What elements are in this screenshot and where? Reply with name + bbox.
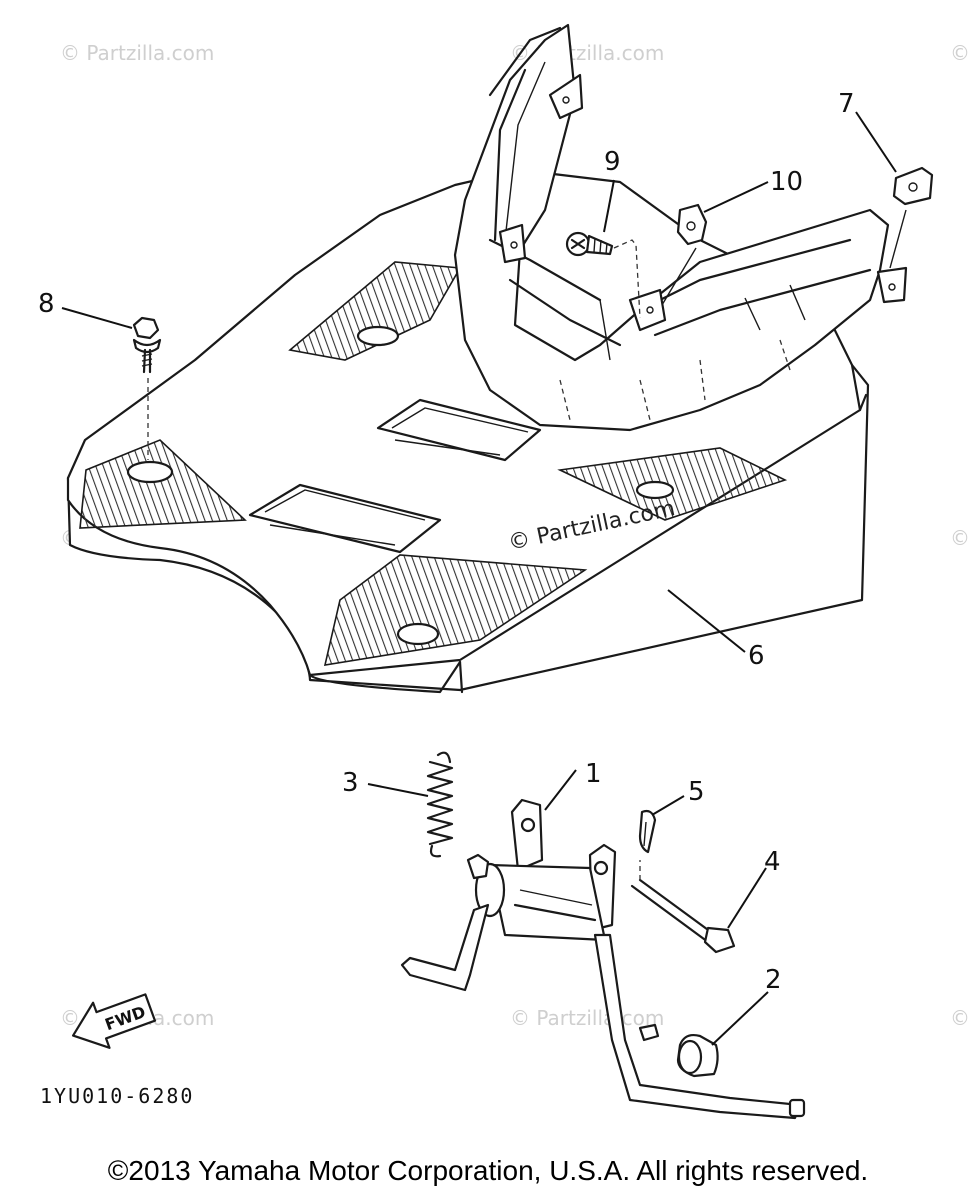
callout-numbers: 1 2 3 4 5 6 7 8 9 10 [38, 89, 855, 995]
nut-10-drawing [661, 203, 708, 306]
callout-9: 9 [604, 147, 621, 177]
main-stand-drawing [400, 798, 806, 1120]
watermark-text: © Partzilla.com [950, 41, 976, 65]
bolt-8-drawing [132, 316, 162, 460]
copyright-notice: ©2013 Yamaha Motor Corporation, U.S.A. A… [107, 1155, 869, 1186]
callout-10: 10 [770, 167, 803, 197]
shaft-4-drawing [630, 860, 736, 954]
footrest-board-drawing [66, 23, 908, 694]
watermark-text: © Partzilla.com [60, 41, 214, 65]
fwd-arrow: FWD [71, 993, 157, 1049]
screw-9-drawing [565, 231, 641, 319]
watermark-text: © Partzilla.com [510, 1006, 664, 1030]
nut-7-drawing [889, 166, 934, 269]
callout-7: 7 [838, 89, 855, 119]
callout-leaders [61, 111, 897, 1046]
cotter-pin-5-drawing [638, 809, 657, 854]
callout-4: 4 [764, 847, 781, 877]
callout-5: 5 [688, 777, 705, 807]
spring-3-drawing [426, 751, 454, 858]
callout-8: 8 [38, 289, 55, 319]
callout-6: 6 [748, 641, 765, 671]
callout-3: 3 [342, 768, 359, 798]
callout-1: 1 [585, 759, 602, 789]
watermark-text: © Partzilla.com [950, 1006, 976, 1030]
callout-2: 2 [765, 965, 782, 995]
watermark-text: © Partzilla.com [950, 526, 976, 550]
damper-2-drawing [676, 1033, 719, 1078]
drawing-ref-code: 1YU010-6280 [40, 1084, 194, 1108]
